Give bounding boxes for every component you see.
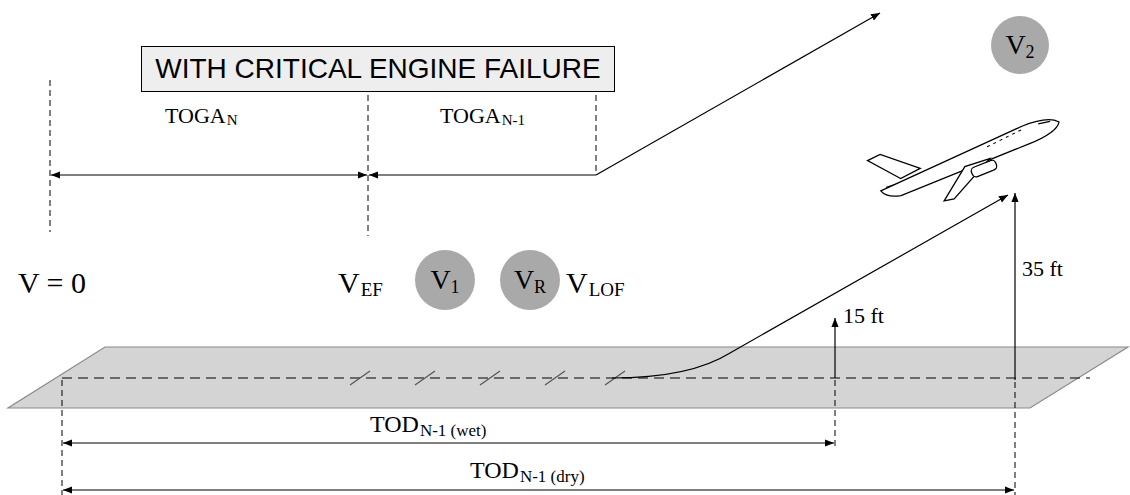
dimension-arrow	[63, 442, 834, 443]
speed-label: V = 0	[18, 268, 86, 298]
distance-subscript: N-1 (wet)	[420, 422, 487, 439]
runway-tick	[480, 371, 500, 385]
runway-tick	[545, 371, 565, 385]
speed-circle: V2	[991, 16, 1049, 74]
runway-tick	[350, 371, 370, 385]
dimension-arrow	[63, 489, 1014, 490]
height-label: 15 ft	[843, 305, 884, 327]
speed-subscript: EF	[361, 280, 383, 299]
speed-subscript: 1	[451, 278, 460, 296]
speed-symbol: V	[566, 268, 588, 298]
flight-path	[612, 195, 1008, 378]
dimension-subscript: N	[227, 113, 238, 128]
speed-circle: VR	[500, 250, 560, 310]
speed-symbol: V	[514, 266, 534, 294]
reference-line	[368, 85, 369, 236]
dimension-arrow	[369, 174, 596, 175]
speed-subscript: LOF	[589, 280, 625, 299]
height-arrow	[834, 318, 835, 378]
speed-circle: V1	[415, 250, 475, 310]
reference-line	[596, 85, 597, 175]
reference-line	[1015, 382, 1016, 495]
speed-subscript: 2	[1026, 43, 1035, 61]
dimension-label: TOGA	[440, 105, 501, 127]
runway-ticks	[350, 371, 625, 385]
speed-symbol: V	[430, 266, 450, 294]
dimension-label: TOGA	[165, 105, 226, 127]
distance-label: TOD	[470, 458, 519, 482]
title-box: WITH CRITICAL ENGINE FAILURE	[141, 46, 615, 92]
distance-label: TOD	[370, 412, 419, 436]
speed-symbol: V	[1005, 31, 1025, 59]
runway	[8, 347, 1128, 408]
speed-subscript: R	[534, 278, 546, 296]
runway-tick	[415, 371, 435, 385]
dimension-arrow	[51, 174, 367, 175]
height-arrow	[1014, 193, 1015, 380]
runway-centerline	[62, 377, 1090, 378]
reference-line	[62, 380, 63, 495]
speed-symbol: WITH CRITICAL ENGINE FAILURE	[155, 55, 600, 83]
dimension-subscript: N-1	[502, 113, 525, 128]
reference-line	[835, 380, 836, 448]
airplane	[867, 88, 1071, 224]
speed-symbol: V	[338, 268, 360, 298]
distance-subscript: N-1 (dry)	[520, 468, 585, 485]
height-label: 35 ft	[1022, 258, 1063, 280]
climb-arrow	[596, 13, 880, 175]
reference-line	[50, 80, 51, 232]
